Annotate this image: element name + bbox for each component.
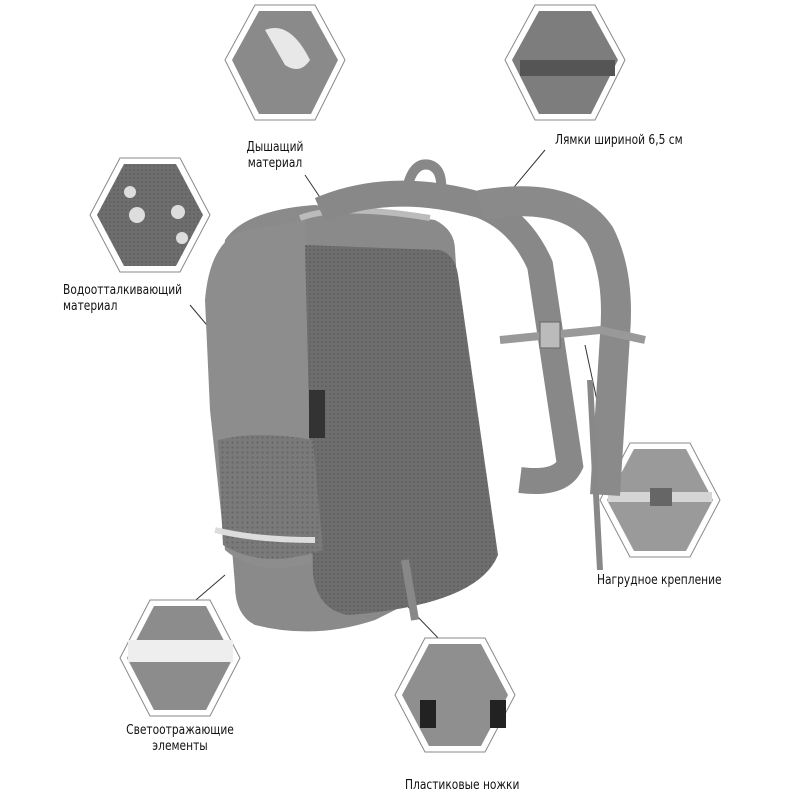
label-line: материал — [247, 156, 303, 171]
label-line: Дышащий — [246, 140, 304, 155]
hexagon-breathable — [224, 4, 346, 121]
label-plastic-feet: Пластиковые ножки — [405, 778, 520, 793]
label-line: материал — [63, 299, 118, 314]
label-breathable-material: Дышащий материал — [234, 140, 316, 172]
hexagon-reflective — [119, 599, 241, 717]
label-strap-width: Лямки шириной 6,5 см — [555, 133, 683, 148]
label-line: Светоотражающие — [126, 723, 234, 738]
backpack — [205, 159, 646, 632]
label-line: Водоотталкивающий — [63, 283, 183, 298]
label-waterproof-material: Водоотталкивающий материал — [63, 283, 182, 315]
hexagon-straps — [504, 4, 626, 121]
hexagon-feet — [394, 637, 516, 753]
label-line: элементы — [152, 739, 208, 754]
label-reflective-elements: Светоотражающие элементы — [123, 723, 238, 755]
hexagon-chest — [599, 442, 721, 558]
hexagon-waterproof — [89, 157, 211, 273]
label-chest-strap: Нагрудное крепление — [597, 573, 722, 588]
